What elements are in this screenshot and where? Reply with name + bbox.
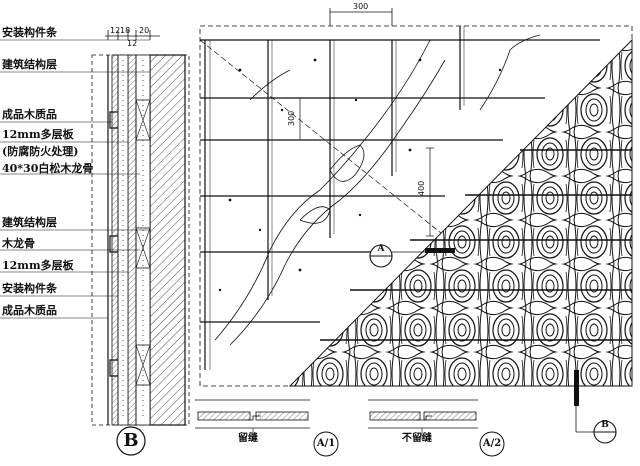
- label-keel: 40*30白松木龙骨: [2, 162, 94, 175]
- dim-top-d: 12: [127, 39, 138, 48]
- joint-label-with-gap: 留缝: [238, 433, 258, 444]
- label-plywood: 12mm多层板: [2, 128, 74, 141]
- elevation: [199, 8, 633, 444]
- dim-top-a: 12: [110, 26, 121, 35]
- section-mark-a1: A/1: [316, 438, 336, 449]
- label-install-fitting-2: 安装构件条: [2, 282, 57, 295]
- dim-top-b: 18: [120, 26, 131, 35]
- dim-spacing-vert-1: 300: [287, 110, 296, 126]
- section-mark-a2: A/2: [482, 438, 502, 449]
- dim-spacing-top: 300: [353, 2, 369, 11]
- callout-b: B: [601, 420, 609, 430]
- label-fire-treatment: (防腐防火处理): [2, 145, 79, 158]
- dim-spacing-vert-2: 400: [417, 180, 426, 196]
- callout-a: A: [377, 244, 385, 254]
- joint-label-no-gap: 不留缝: [402, 433, 432, 444]
- label-structure-layer-2: 建筑结构层: [2, 216, 57, 229]
- section-mark-b: B: [123, 430, 139, 451]
- label-finished-wood: 成品木质品: [2, 108, 57, 121]
- label-install-fitting: 安装构件条: [2, 26, 57, 39]
- joint-details: [195, 399, 505, 457]
- dim-top-c: 20: [139, 26, 150, 35]
- label-plywood-2: 12mm多层板: [2, 259, 74, 272]
- label-wood-keel: 木龙骨: [2, 237, 35, 250]
- label-structure-layer: 建筑结构层: [2, 58, 57, 71]
- label-finished-wood-2: 成品木质品: [2, 304, 57, 317]
- section-b: [0, 30, 190, 456]
